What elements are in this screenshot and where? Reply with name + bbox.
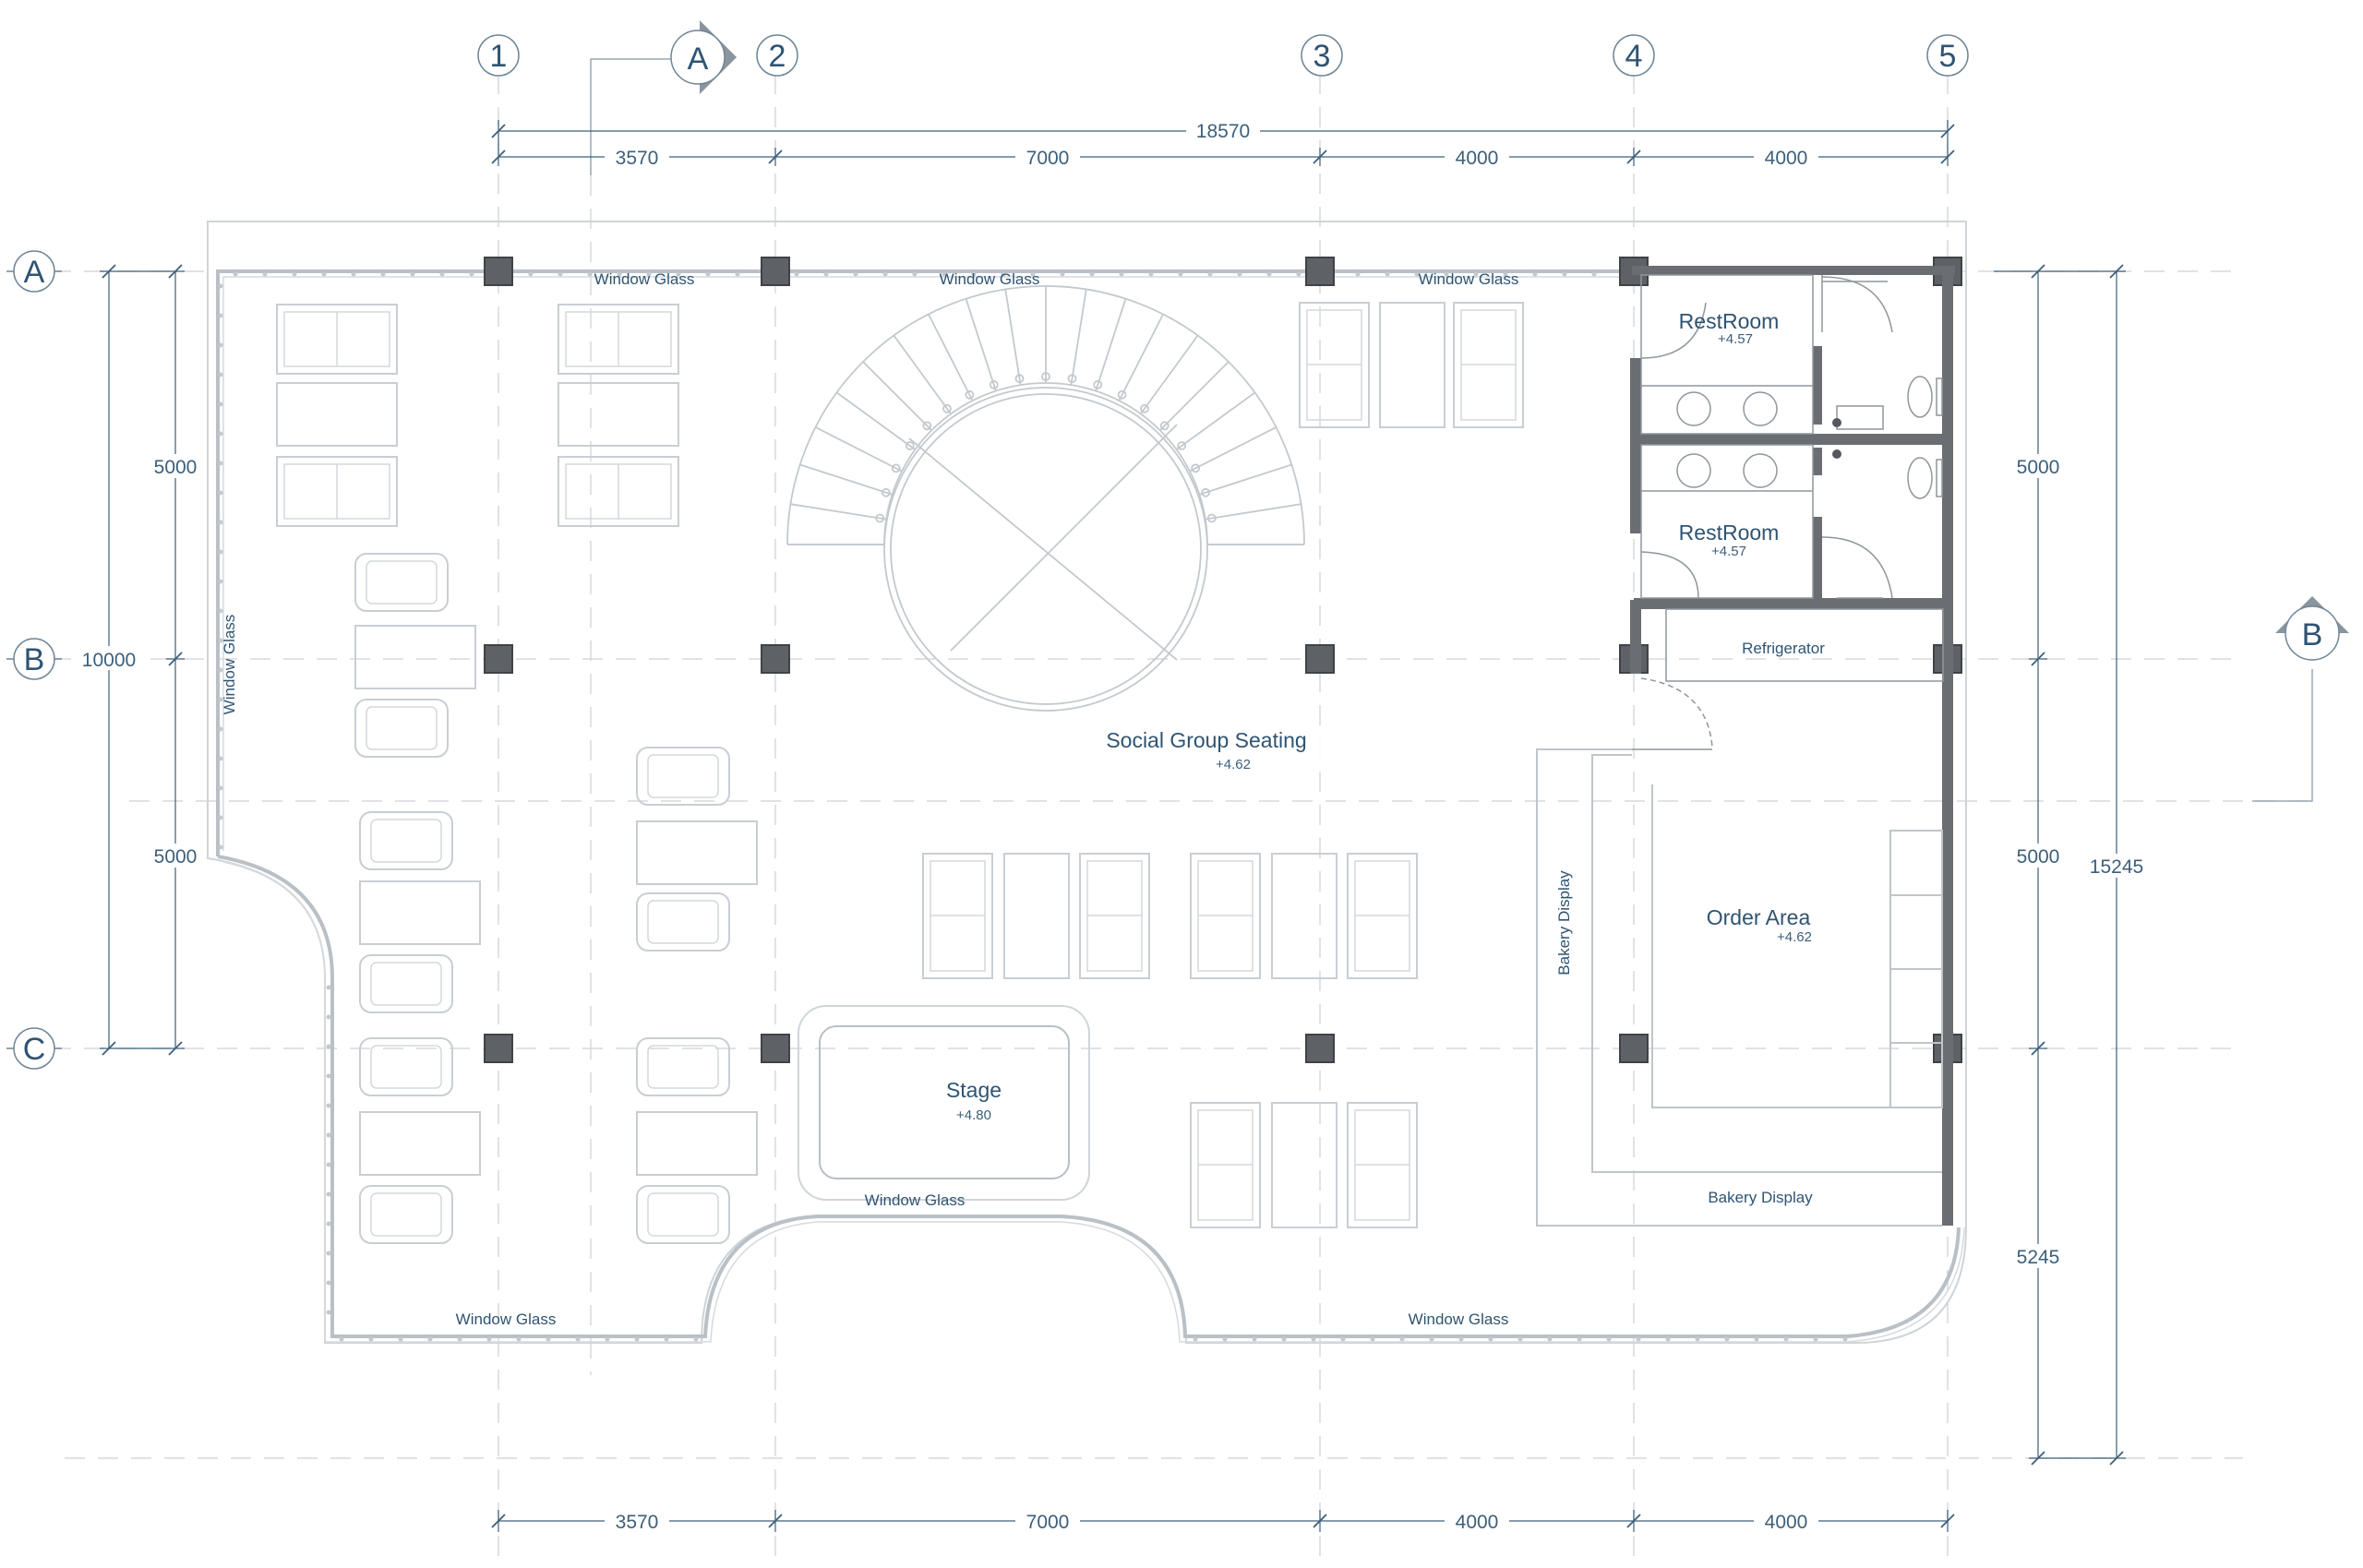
grid-bubble-1: 1 — [477, 34, 520, 77]
section-marker-B: B — [2275, 596, 2349, 661]
dim-right-span-2: 5000 — [2017, 846, 2060, 868]
window-glass-bottom-2-label: Window Glass — [1409, 1311, 1509, 1328]
stage-inner — [819, 1025, 1070, 1179]
stage-platform — [798, 1005, 1090, 1201]
section-marker-B-label: B — [2302, 617, 2323, 652]
section-lines — [590, 58, 2313, 802]
dim-left-span-2: 5000 — [154, 846, 198, 868]
window-glass-line — [216, 269, 1961, 1338]
dim-top-span-2: 7000 — [1026, 148, 1070, 169]
window-glass-top-1-label: Window Glass — [594, 270, 695, 288]
dim-top-span-4: 4000 — [1765, 148, 1808, 169]
refrigerator-door — [1640, 677, 1713, 748]
dim-top-span-3: 4000 — [1456, 148, 1499, 169]
grid-bubble-C-label: C — [23, 1032, 46, 1067]
order-area-label: Order Area — [1707, 905, 1811, 929]
grid-bubble-4: 4 — [1613, 34, 1655, 77]
restroom-lower-level: +4.57 — [1711, 544, 1746, 559]
window-glass-top-2-label: Window Glass — [940, 270, 1040, 288]
dim-bottom-span-4: 4000 — [1765, 1512, 1808, 1533]
grid-bubble-2-label: 2 — [769, 39, 786, 74]
window-glass-left-label: Window Glass — [221, 615, 238, 715]
spiral-stair — [786, 285, 1305, 712]
grid-bubble-A: A — [6, 250, 62, 293]
restroom-fixture-dots — [1832, 418, 1841, 459]
window-glass-bottom-1-label: Window Glass — [456, 1311, 557, 1328]
grid-bubble-A-label: A — [24, 255, 45, 290]
bakery-display-vertical-label: Bakery Display — [1555, 870, 1573, 976]
social-seating-label: Social Group Seating — [1106, 728, 1306, 752]
window-glass-stage-label: Window Glass — [865, 1191, 966, 1209]
grid-bubble-1-label: 1 — [490, 39, 508, 74]
grid-lines — [51, 74, 2308, 1568]
grid-bubble-B: B — [6, 638, 62, 680]
dim-bottom-span-1: 3570 — [616, 1512, 659, 1533]
grid-bubble-3: 3 — [1301, 34, 1343, 77]
dim-right-span-1: 5000 — [2017, 457, 2060, 478]
bakery-display-horizontal-label: Bakery Display — [1708, 1189, 1813, 1206]
mullion-dots — [218, 271, 1848, 1342]
counter-outline — [1536, 748, 1943, 1227]
section-marker-A: A — [670, 20, 737, 94]
restroom-interior — [1640, 274, 1943, 599]
grid-bubble-5: 5 — [1926, 34, 1969, 77]
restroom-upper-level: +4.57 — [1718, 331, 1753, 347]
grid-bubble-B-label: B — [24, 642, 45, 677]
stage-level: +4.80 — [956, 1107, 991, 1123]
dim-bottom-span-2: 7000 — [1026, 1512, 1070, 1533]
grid-bubble-5-label: 5 — [1939, 39, 1957, 74]
structural-columns — [484, 257, 1962, 1063]
dim-right-overall: 15245 — [2090, 856, 2143, 878]
dim-top-overall: 18570 — [1196, 121, 1250, 142]
dim-left-overall: 10000 — [82, 650, 136, 671]
stage-label: Stage — [946, 1078, 1002, 1102]
grid-bubble-3-label: 3 — [1313, 39, 1331, 74]
dim-top-span-1: 3570 — [616, 148, 659, 169]
furniture — [276, 302, 1524, 1244]
restroom-walls — [1630, 266, 1955, 1226]
window-glass-mullions — [222, 276, 1965, 1343]
grid-bubble-C: C — [6, 1027, 62, 1070]
dim-left-span-1: 5000 — [154, 457, 198, 478]
grid-bubble-2: 2 — [756, 34, 798, 77]
dim-bottom-span-3: 4000 — [1456, 1512, 1499, 1533]
grid-bubble-4-label: 4 — [1625, 39, 1643, 74]
restroom-lower-label: RestRoom — [1679, 521, 1780, 545]
restroom-upper-label: RestRoom — [1679, 309, 1780, 333]
order-area-level: +4.62 — [1777, 929, 1812, 945]
window-glass-top-3-label: Window Glass — [1419, 270, 1519, 288]
refrigerator-unit — [1665, 608, 1944, 682]
social-seating-level: +4.62 — [1216, 757, 1251, 772]
section-marker-A-label: A — [688, 42, 709, 77]
dim-right-span-3: 5245 — [2017, 1247, 2060, 1268]
refrigerator-label: Refrigerator — [1742, 640, 1825, 657]
